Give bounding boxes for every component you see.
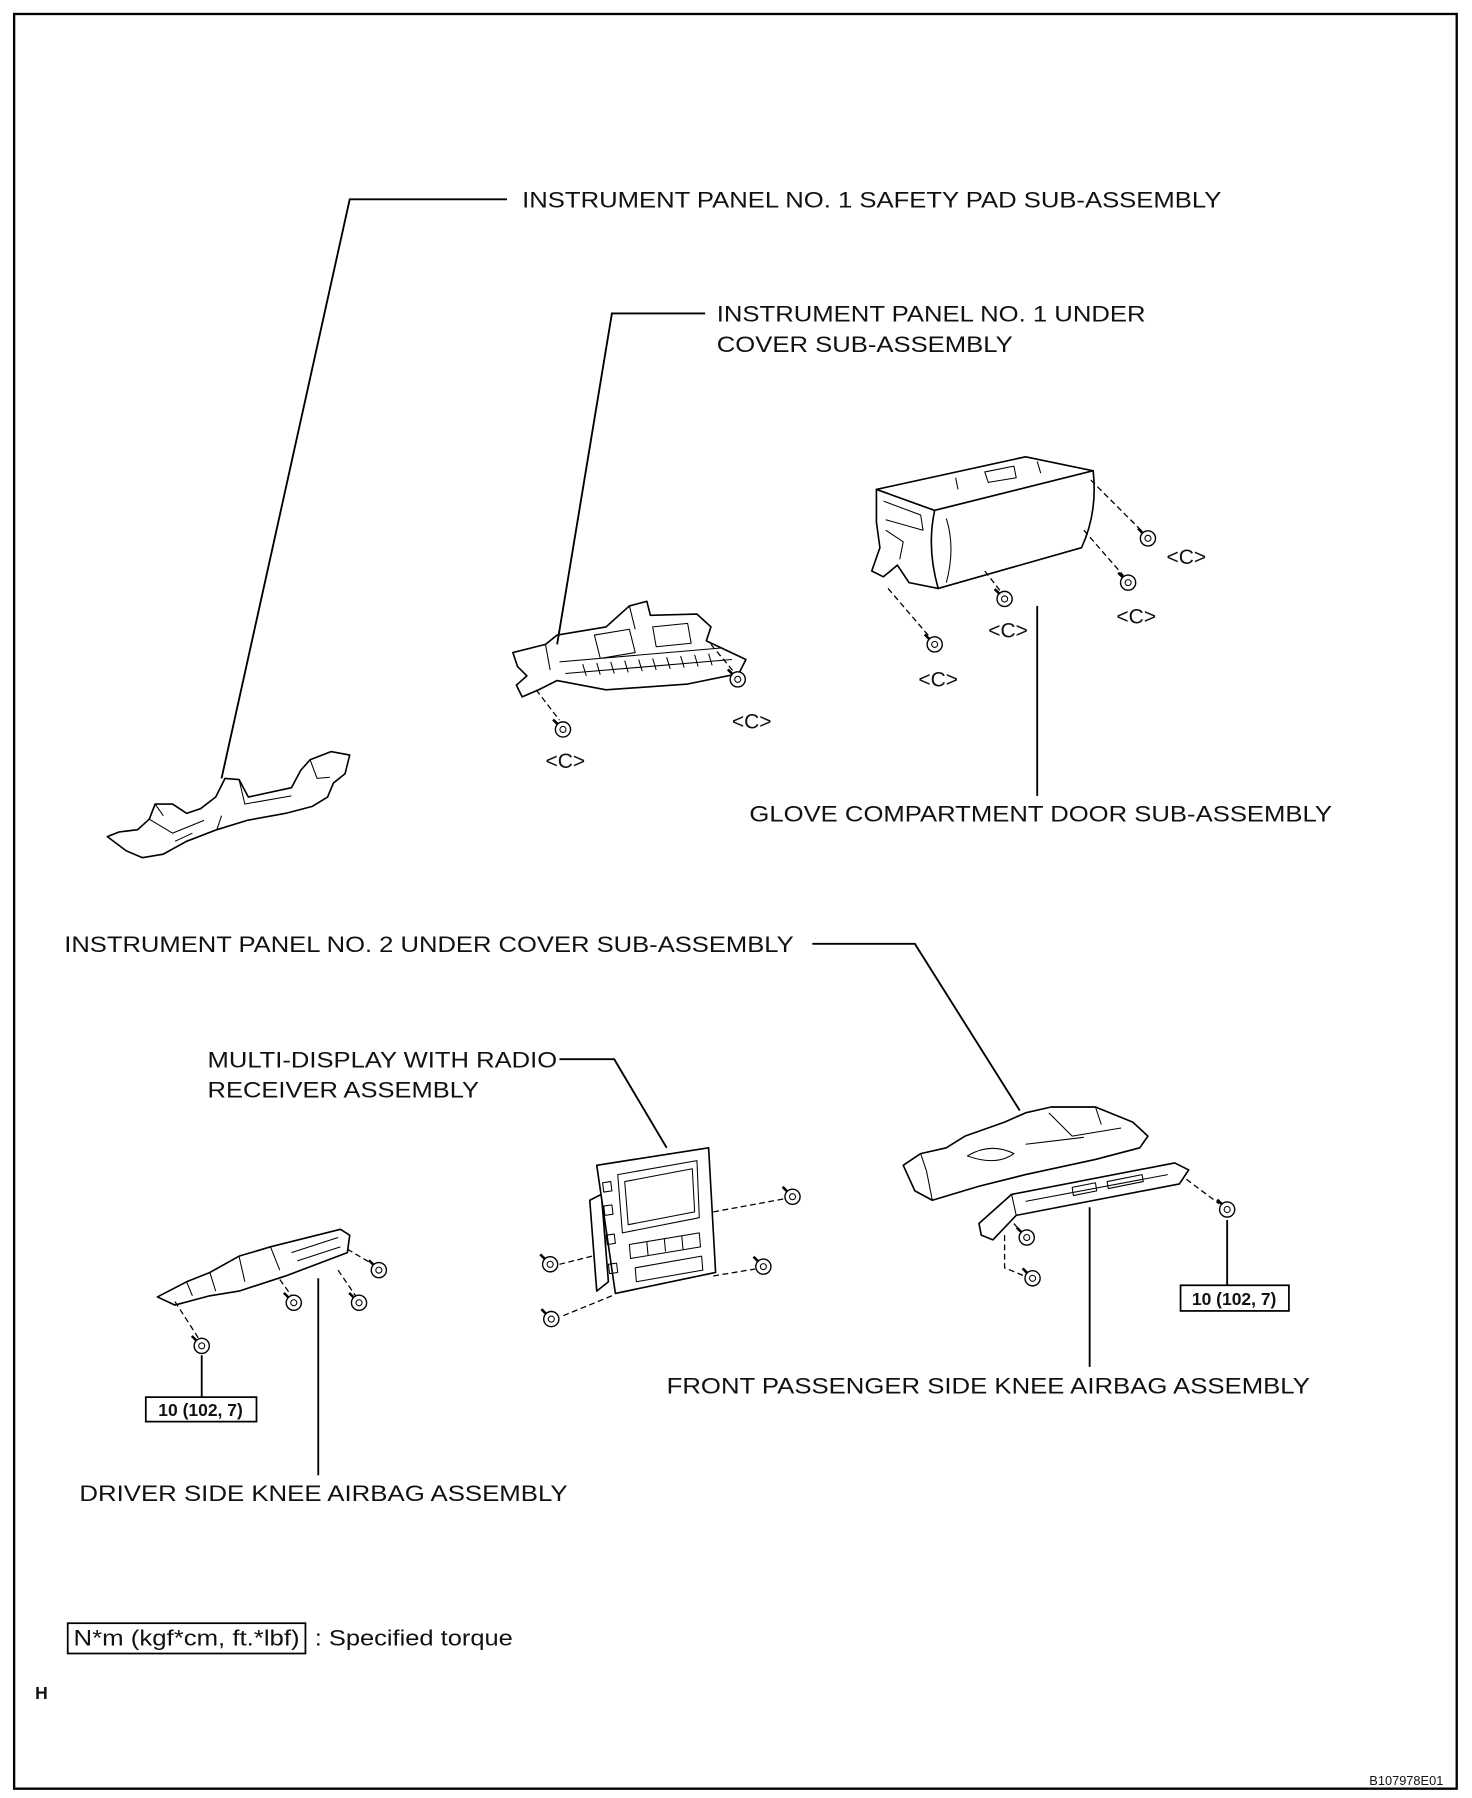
driver-bolt-guide-2 [279, 1279, 292, 1297]
glove-door-label: GLOVE COMPARTMENT DOOR SUB-ASSEMBLY [749, 802, 1332, 827]
under-cover-1-part [512, 600, 747, 698]
safety-pad-leader [220, 198, 508, 779]
bolt-icon [1015, 1226, 1036, 1247]
legend-description: : Specified torque [315, 1625, 513, 1650]
multi-display-bolt-guide-1 [713, 1198, 784, 1213]
glove-door-bolt-guide-1 [1090, 479, 1143, 532]
clip-mark-label: <C> [918, 668, 958, 691]
figure-id: B107978E01 [1369, 1773, 1443, 1788]
clip-screw-icon [923, 633, 944, 654]
under-cover-2-part [902, 1106, 1149, 1202]
multi-display-leader [559, 1058, 668, 1149]
glove-door-part [870, 455, 1096, 590]
passenger-bolt-guide-right [1185, 1178, 1220, 1205]
driver-knee-airbag-label: DRIVER SIDE KNEE AIRBAG ASSEMBLY [79, 1481, 568, 1506]
clip-screw-icon [993, 587, 1014, 608]
under-cover-2-label: INSTRUMENT PANEL NO. 2 UNDER COVER SUB-A… [64, 932, 794, 957]
bolt-icon [347, 1291, 368, 1312]
passenger-torque-box [1179, 1284, 1290, 1312]
safety-pad-part [106, 750, 351, 859]
clip-screw-icon [551, 718, 572, 739]
under-cover-2-leader [812, 942, 1021, 1111]
bolt-icon [752, 1255, 773, 1276]
safety-pad-label: INSTRUMENT PANEL NO. 1 SAFETY PAD SUB-AS… [522, 187, 1221, 212]
driver-torque-value: 10 (102, 7) [158, 1400, 243, 1420]
clip-mark-label: <C> [1167, 546, 1207, 569]
clip-screw-icon [726, 668, 747, 689]
passenger-torque-value: 10 (102, 7) [1192, 1289, 1277, 1309]
under-cover-1-leader [556, 312, 706, 645]
page-marker: H [35, 1683, 48, 1703]
clip-mark-label: <C> [545, 750, 585, 773]
driver-bolt-guide-4 [347, 1248, 374, 1265]
bolt-icon [540, 1307, 561, 1328]
glove-door-bolt-guide-3 [984, 570, 1002, 593]
glove-door-bolt-guide-4 [887, 588, 931, 638]
multi-display-bolt-guide-3 [559, 1255, 593, 1265]
clip-mark-label: <C> [1116, 605, 1156, 628]
bolt-icon [1021, 1267, 1042, 1288]
bolt-icon [282, 1291, 303, 1312]
bolt-icon [367, 1258, 388, 1279]
glove-door-bolt-guide-2 [1083, 529, 1124, 577]
clip-mark-label: <C> [988, 619, 1028, 642]
multi-display-label-line1: MULTI-DISPLAY WITH RADIO [208, 1047, 558, 1072]
bolt-icon [781, 1185, 802, 1206]
bolt-icon [538, 1253, 559, 1274]
multi-display-bolt-guide-2 [713, 1268, 756, 1277]
page-frame [12, 12, 1458, 1790]
driver-torque-box [144, 1396, 258, 1423]
under-cover-1-label-line1: INSTRUMENT PANEL NO. 1 UNDER [717, 302, 1146, 327]
clip-screw-icon [1116, 571, 1137, 592]
multi-display-part [588, 1146, 717, 1295]
clip-mark-label: <C> [732, 710, 772, 733]
driver-bolt-guide-1 [174, 1301, 199, 1339]
legend-torque-box [66, 1622, 307, 1655]
torque-bolt-icon [1215, 1198, 1237, 1219]
under-cover-1-bolt-guide-left [535, 689, 560, 721]
torque-bolt-icon [190, 1334, 211, 1355]
passenger-knee-airbag-part [978, 1162, 1190, 1241]
under-cover-1-label-line2: COVER SUB-ASSEMBLY [717, 332, 1013, 357]
multi-display-label-line2: RECEIVER ASSEMBLY [208, 1078, 480, 1103]
clip-screw-icon [1136, 527, 1157, 548]
under-cover-1-bolt-guide-right [710, 643, 735, 673]
passenger-knee-airbag-label: FRONT PASSENGER SIDE KNEE AIRBAG ASSEMBL… [667, 1374, 1310, 1399]
driver-bolt-guide-3 [337, 1269, 357, 1297]
legend-torque-unit: N*m (kgf*cm, ft.*lbf) [74, 1625, 300, 1650]
multi-display-bolt-guide-4 [560, 1295, 613, 1318]
driver-knee-airbag-part [156, 1228, 351, 1306]
